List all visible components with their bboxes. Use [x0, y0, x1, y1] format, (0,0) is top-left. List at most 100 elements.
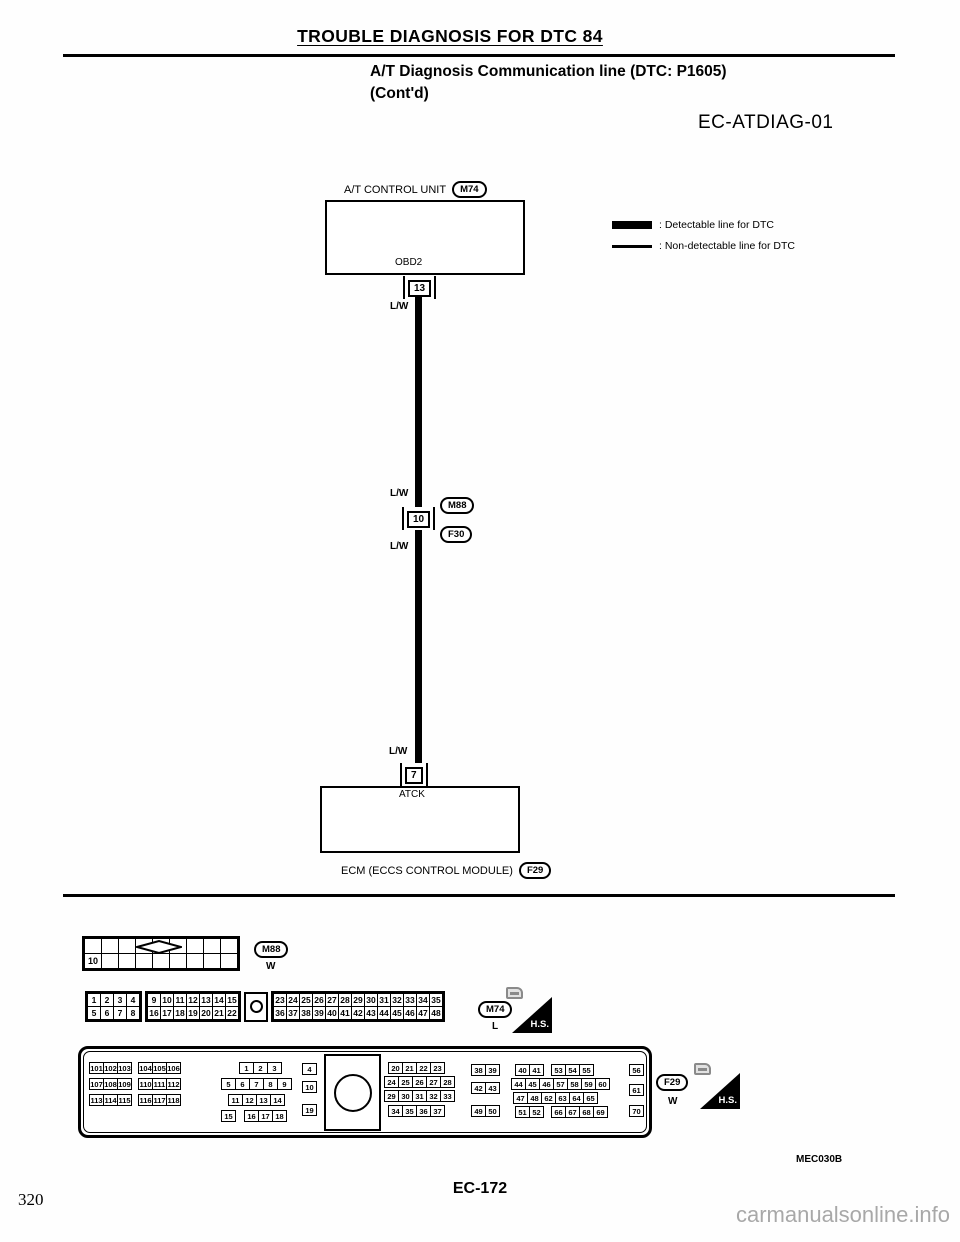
- pin-cell: 25: [398, 1076, 413, 1088]
- pin-cell: 66: [551, 1106, 566, 1118]
- f29-cell-10: 10: [302, 1081, 317, 1093]
- pin-cell: 58: [567, 1078, 582, 1090]
- m88-row-2: 10: [84, 953, 238, 969]
- pin-cell: 2: [253, 1062, 268, 1074]
- pin-cell: [84, 938, 102, 954]
- pin-cell: [135, 953, 153, 969]
- pin-cell: 34: [388, 1105, 403, 1117]
- pin-cell: 40: [515, 1064, 530, 1076]
- m74-bolt-box: [244, 991, 268, 1022]
- subtitle-line-2: (Cont'd): [370, 85, 429, 102]
- legend-non-detectable-row: : Non-detectable line for DTC: [612, 240, 795, 252]
- pin-cell: 43: [364, 1006, 378, 1020]
- pin-cell: 16: [147, 1006, 161, 1020]
- pin-cell: 11: [228, 1094, 243, 1106]
- pin-cell: 42: [351, 1006, 365, 1020]
- pin-cell: 48: [527, 1092, 542, 1104]
- pin-cell: 26: [312, 993, 326, 1007]
- pin-cell: 21: [212, 1006, 226, 1020]
- pin-cell: 27: [426, 1076, 441, 1088]
- pin-cell: 12: [242, 1094, 257, 1106]
- pin-cell: 36: [416, 1105, 431, 1117]
- pin-cell: 10: [302, 1081, 317, 1093]
- pin-cell: 47: [416, 1006, 430, 1020]
- pin-cell: 35: [429, 993, 443, 1007]
- pin-cell: 56: [629, 1064, 644, 1076]
- pin-cell: 31: [377, 993, 391, 1007]
- pin-cell: 8: [263, 1078, 278, 1090]
- pin-cell: 114: [103, 1094, 118, 1106]
- page-title: TROUBLE DIAGNOSIS FOR DTC 84: [297, 26, 603, 46]
- f29-inner-outline: [83, 1051, 647, 1133]
- f29-hs-label: H.S.: [718, 1095, 737, 1106]
- pin-cell: 111: [152, 1078, 167, 1090]
- pin-cell: 17: [160, 1006, 174, 1020]
- pin-cell: 37: [430, 1105, 445, 1117]
- m74-hs-badge: H.S.: [506, 987, 552, 1033]
- pin-cell: 33: [440, 1090, 455, 1102]
- wire-color-label-mid-lower: L/W: [390, 541, 409, 552]
- pin-cell: 52: [529, 1106, 544, 1118]
- harness-side-view-icon: [506, 987, 523, 999]
- pin-cell: 13: [199, 993, 213, 1007]
- page-number: 320: [18, 1190, 44, 1209]
- pin-cell: 30: [398, 1090, 413, 1102]
- pin-cell: 20: [388, 1062, 403, 1074]
- pin-cell: [220, 953, 238, 969]
- pin-cell: 108: [103, 1078, 118, 1090]
- pin-cell: 32: [426, 1090, 441, 1102]
- pin-cell: 106: [166, 1062, 181, 1074]
- pin-cell: 18: [272, 1110, 287, 1122]
- pin-cell: 46: [539, 1078, 554, 1090]
- pin-cell: 63: [555, 1092, 570, 1104]
- wire-color-label-bottom: L/W: [389, 746, 408, 757]
- connector-ref-m88: M88: [440, 497, 475, 514]
- pin-cell: 49: [471, 1105, 486, 1117]
- pin-cell: 9: [147, 993, 161, 1007]
- pin-cell: 4: [126, 993, 140, 1007]
- pin-cell: 22: [225, 1006, 239, 1020]
- pin-cell: [152, 953, 170, 969]
- m88-color-code: W: [266, 961, 276, 972]
- pin-cell: 109: [117, 1078, 132, 1090]
- pin-cell: [186, 938, 204, 954]
- section-subtitle: A/T Diagnosis Communication line (DTC: P…: [370, 61, 727, 105]
- pin-terminal-10: 10: [402, 507, 436, 530]
- f29-bolt-hole-icon: [333, 1073, 372, 1112]
- f29-view-ref: F29: [656, 1074, 689, 1091]
- pin-cell: 5: [87, 1006, 101, 1020]
- pin-cell: 32: [390, 993, 404, 1007]
- pin-cell: 38: [471, 1064, 486, 1076]
- figure-code: MEC030B: [796, 1154, 843, 1165]
- pin-cell: 5: [221, 1078, 236, 1090]
- pin-cell: 33: [403, 993, 417, 1007]
- pin-cell: 44: [511, 1078, 526, 1090]
- harness-side-view-icon: [694, 1063, 711, 1075]
- page-code: EC-172: [452, 1180, 508, 1197]
- non-detectable-line-swatch: [612, 244, 652, 248]
- pin-cell: 1: [239, 1062, 254, 1074]
- pin-cell: 24: [384, 1076, 399, 1088]
- pin-cell: 25: [299, 993, 313, 1007]
- legend: : Detectable line for DTC : Non-detectab…: [612, 219, 795, 261]
- detectable-line-swatch: [612, 221, 652, 229]
- pin-cell: 34: [416, 993, 430, 1007]
- pin-cell: 44: [377, 1006, 391, 1020]
- pin-terminal-13: 13: [403, 276, 437, 299]
- diagram-id: EC-ATDIAG-01: [698, 112, 834, 133]
- pin-cell: [169, 953, 187, 969]
